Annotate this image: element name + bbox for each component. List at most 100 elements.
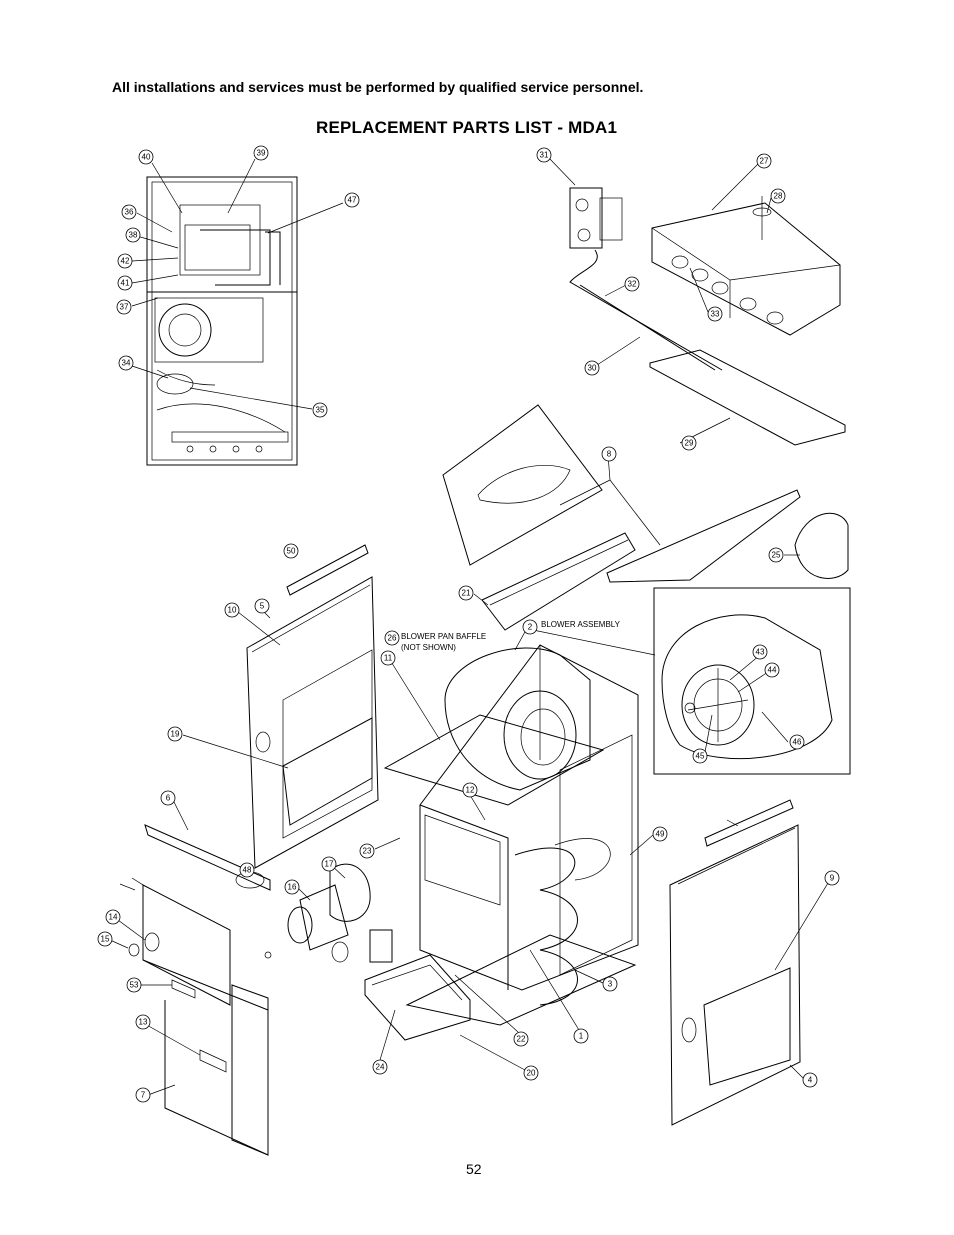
svg-text:46: 46 — [793, 738, 802, 747]
callout-2: 2 — [522, 619, 538, 635]
callout-48: 48 — [239, 862, 255, 878]
callout-40: 40 — [138, 149, 154, 165]
callout-27: 27 — [756, 153, 772, 169]
svg-text:27: 27 — [760, 157, 769, 166]
callout-8-filter: 8 — [601, 446, 617, 462]
svg-text:37: 37 — [120, 303, 129, 312]
svg-text:40: 40 — [142, 153, 151, 162]
callout-45: 45 — [692, 748, 708, 764]
svg-text:12: 12 — [466, 786, 475, 795]
callout-35: 35 — [312, 402, 328, 418]
callout-7: 7 — [135, 1087, 151, 1103]
svg-text:22: 22 — [517, 1035, 526, 1044]
label-blower-assembly: BLOWER ASSEMBLY — [541, 620, 621, 629]
callout-50-left: 50 — [283, 543, 299, 559]
svg-text:5: 5 — [260, 602, 265, 611]
callout-53: 53 — [126, 977, 142, 993]
svg-text:45: 45 — [696, 752, 705, 761]
svg-text:23: 23 — [363, 847, 372, 856]
filters — [442, 404, 849, 631]
callout-32: 32 — [624, 276, 640, 292]
svg-text:50: 50 — [287, 547, 296, 556]
callout-44: 44 — [764, 662, 780, 678]
control-compartment-view — [146, 176, 298, 466]
label-blower-pan-baffle: BLOWER PAN BAFFLE — [401, 632, 486, 641]
svg-text:53: 53 — [130, 981, 139, 990]
callout-31: 31 — [536, 147, 552, 163]
burner-manifold-assembly — [569, 187, 846, 446]
svg-text:20: 20 — [527, 1069, 536, 1078]
callout-15: 15 — [97, 931, 113, 947]
svg-text:31: 31 — [540, 151, 549, 160]
svg-text:16: 16 — [288, 883, 297, 892]
svg-text:7: 7 — [141, 1091, 146, 1100]
label-blower-pan-baffle-note: (NOT SHOWN) — [401, 643, 456, 652]
callout-17: 17 — [321, 856, 337, 872]
callout-19: 19 — [167, 726, 183, 742]
callout-23: 23 — [359, 843, 375, 859]
callout-21: 21 — [458, 585, 474, 601]
svg-text:4: 4 — [808, 1076, 813, 1085]
callout-26: 26 — [384, 630, 400, 646]
callout-3: 3 — [602, 976, 618, 992]
svg-text:30: 30 — [588, 364, 597, 373]
inducer-and-burners — [264, 863, 471, 1041]
svg-text:49: 49 — [656, 830, 665, 839]
callout-22: 22 — [513, 1031, 529, 1047]
callout-4: 4 — [802, 1072, 818, 1088]
left-side-panel — [246, 544, 379, 869]
blower-detail-inset — [653, 587, 851, 775]
page-number: 52 — [466, 1161, 482, 1177]
right-side-panel — [669, 799, 801, 1126]
callout-43: 43 — [752, 644, 768, 660]
svg-text:10: 10 — [228, 606, 237, 615]
svg-text:19: 19 — [171, 730, 180, 739]
callout-13: 13 — [135, 1014, 151, 1030]
svg-text:34: 34 — [122, 359, 131, 368]
svg-text:41: 41 — [121, 279, 130, 288]
callout-41: 41 — [117, 275, 133, 291]
callout-37: 37 — [116, 299, 132, 315]
svg-text:47: 47 — [348, 196, 357, 205]
svg-text:17: 17 — [325, 860, 334, 869]
svg-text:28: 28 — [774, 192, 783, 201]
svg-text:48: 48 — [243, 866, 252, 875]
callout-9: 9 — [824, 870, 840, 886]
svg-text:6: 6 — [166, 794, 171, 803]
svg-text:14: 14 — [109, 913, 118, 922]
callout-34: 34 — [118, 355, 134, 371]
svg-text:26: 26 — [388, 634, 397, 643]
callout-30: 30 — [584, 360, 600, 376]
svg-text:42: 42 — [121, 257, 130, 266]
page-title: REPLACEMENT PARTS LIST - MDA1 — [316, 118, 618, 137]
callout-20: 20 — [523, 1065, 539, 1081]
svg-text:44: 44 — [768, 666, 777, 675]
callout-39: 39 — [253, 145, 269, 161]
svg-text:33: 33 — [711, 310, 720, 319]
svg-text:3: 3 — [608, 980, 613, 989]
callout-12: 12 — [462, 782, 478, 798]
callout-38: 38 — [125, 227, 141, 243]
callout-6: 6 — [160, 790, 176, 806]
svg-text:15: 15 — [101, 935, 110, 944]
svg-text:8: 8 — [607, 450, 612, 459]
svg-text:29: 29 — [685, 439, 694, 448]
safety-notice: All installations and services must be p… — [112, 79, 644, 95]
svg-text:13: 13 — [139, 1018, 148, 1027]
callout-1: 1 — [573, 1028, 589, 1044]
callout-33: 33 — [707, 306, 723, 322]
svg-text:24: 24 — [376, 1063, 385, 1072]
callout-10: 10 — [224, 602, 240, 618]
svg-text:38: 38 — [129, 231, 138, 240]
svg-text:32: 32 — [628, 280, 637, 289]
callout-36: 36 — [121, 204, 137, 220]
svg-text:21: 21 — [462, 589, 471, 598]
svg-text:36: 36 — [125, 208, 134, 217]
callout-49: 49 — [652, 826, 668, 842]
callout-bubbles: 40 39 36 38 42 41 37 47 34 35 31 27 28 3… — [97, 145, 840, 1103]
callout-42: 42 — [117, 253, 133, 269]
heat-exchanger-cabinet — [405, 644, 639, 1026]
callout-47: 47 — [344, 192, 360, 208]
blower-assembly — [383, 647, 605, 806]
svg-text:43: 43 — [756, 648, 765, 657]
